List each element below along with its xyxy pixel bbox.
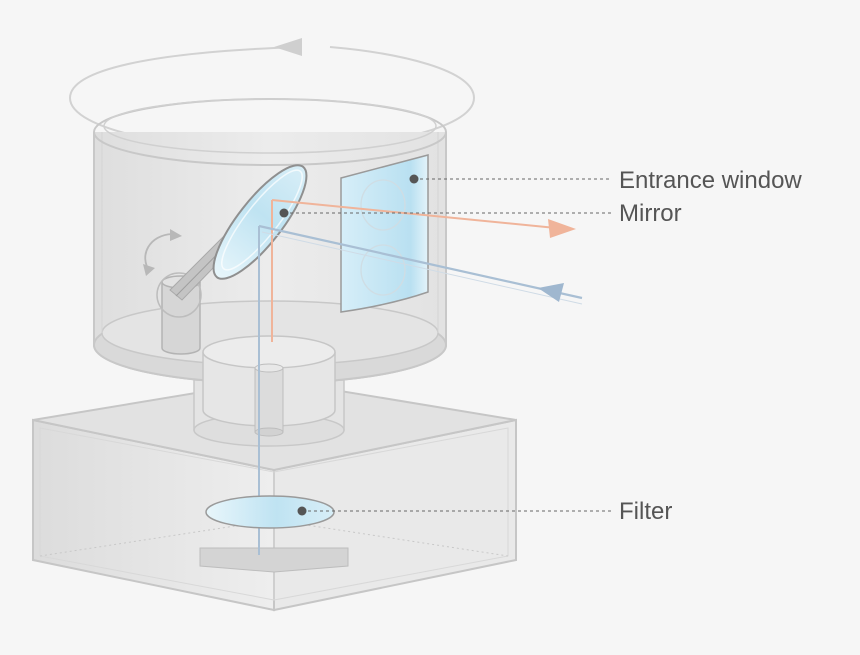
- filter-glass: [205, 495, 335, 529]
- inner-cylinder: [202, 335, 336, 437]
- filter-label: Filter: [619, 498, 673, 525]
- mirror-label: Mirror: [619, 200, 682, 227]
- beam-outgoing: [271, 199, 576, 342]
- entrance-window-glass: [340, 154, 429, 313]
- filter-box: [32, 378, 517, 612]
- pivot-rotation-icon: [143, 229, 182, 276]
- leader-lines: [279, 174, 612, 516]
- entrance-window-label: Entrance window: [619, 167, 802, 194]
